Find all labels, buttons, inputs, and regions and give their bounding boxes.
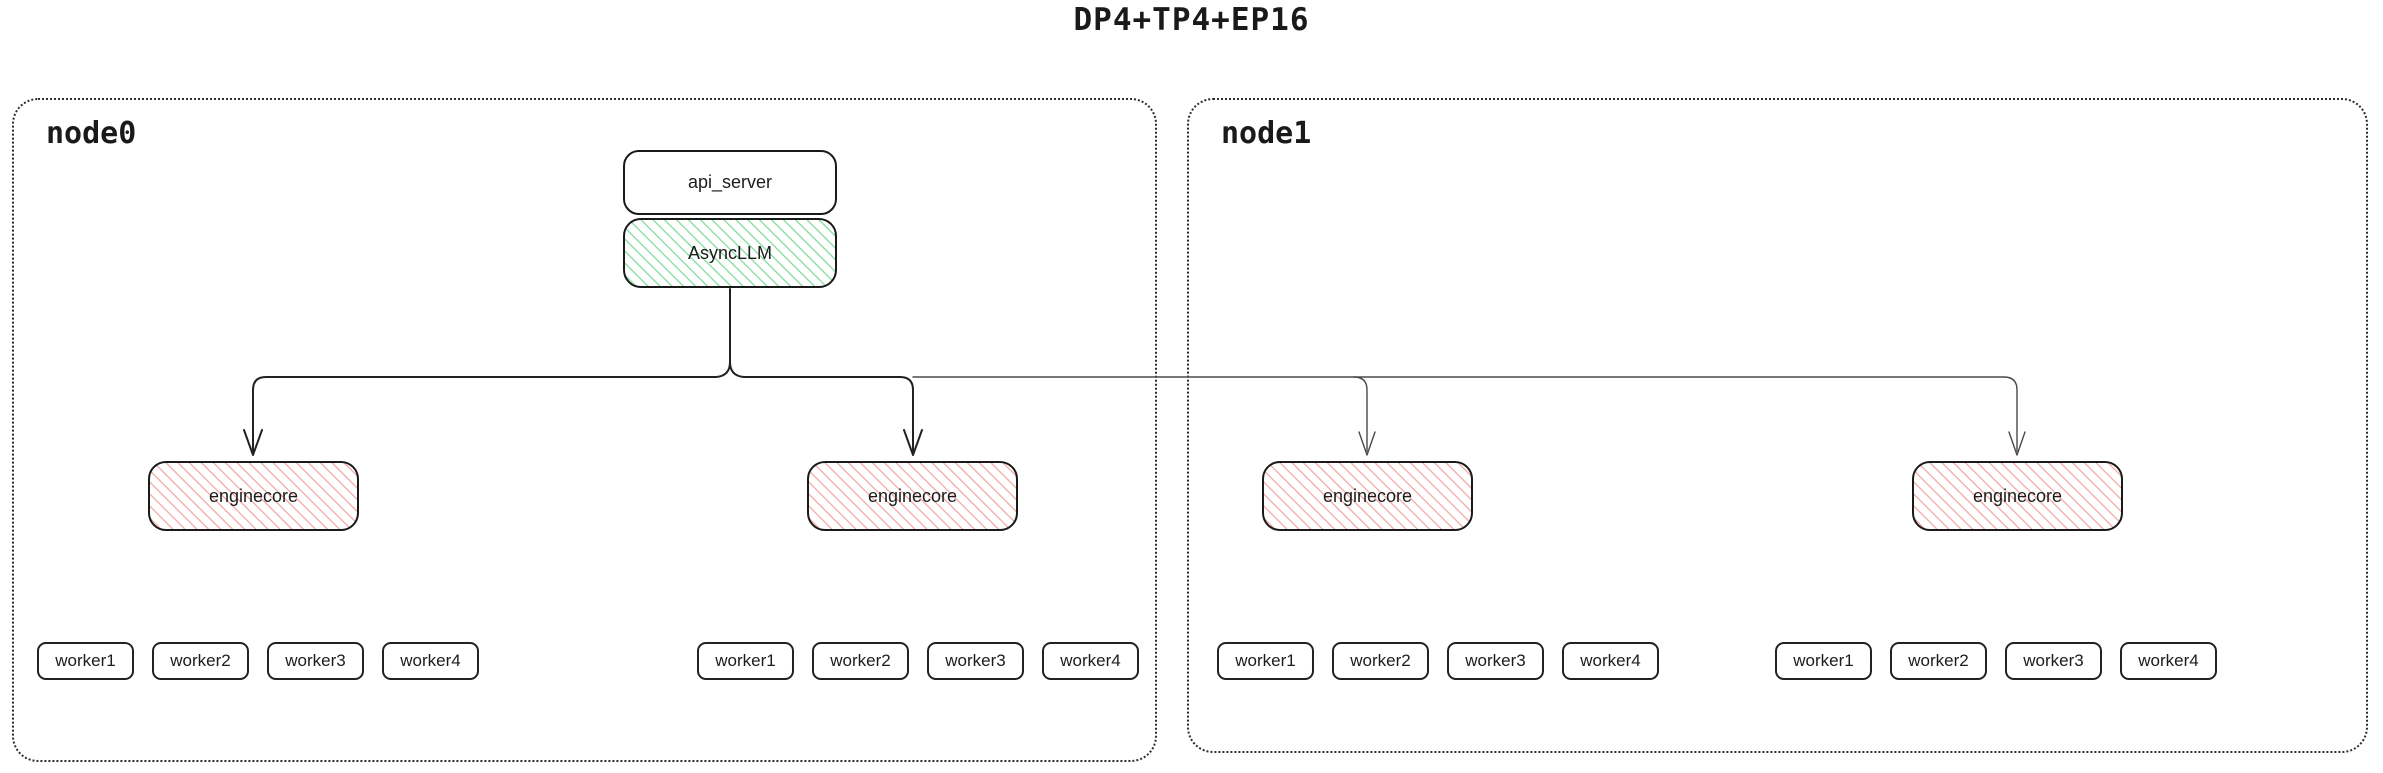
arrow-down-icon bbox=[1358, 431, 1376, 456]
worker-box: worker2 bbox=[812, 642, 909, 680]
worker-label: worker2 bbox=[1350, 651, 1411, 670]
enginecore-label: enginecore bbox=[1322, 485, 1413, 506]
drop-to-enginecore3-line bbox=[1353, 376, 1368, 452]
enginecore-box-4: enginecore bbox=[1912, 461, 2123, 531]
worker-label: worker4 bbox=[2138, 651, 2199, 670]
worker-label: worker2 bbox=[830, 651, 891, 670]
worker-box: worker1 bbox=[1217, 642, 1314, 680]
worker-group-3: worker1 worker2 worker3 worker4 bbox=[1217, 642, 1659, 680]
cross-node-line bbox=[912, 376, 2018, 452]
arrow-down-icon bbox=[903, 429, 923, 456]
worker-label: worker3 bbox=[945, 651, 1006, 670]
worker-box: worker4 bbox=[1562, 642, 1659, 680]
worker-group-2: worker1 worker2 worker3 worker4 bbox=[697, 642, 1139, 680]
worker-box: worker3 bbox=[267, 642, 364, 680]
api-server-box: api_server bbox=[623, 150, 837, 215]
node0-container: node0 bbox=[12, 98, 1157, 762]
enginecore-box-1: enginecore bbox=[148, 461, 359, 531]
enginecore-label: enginecore bbox=[1972, 485, 2063, 506]
arrow-down-icon bbox=[2008, 431, 2026, 456]
arrow-down-icon bbox=[243, 429, 263, 456]
worker-label: worker2 bbox=[170, 651, 231, 670]
node1-label: node1 bbox=[1221, 116, 1312, 151]
worker-box: worker2 bbox=[1890, 642, 1987, 680]
enginecore-label: enginecore bbox=[208, 485, 299, 506]
worker-label: worker3 bbox=[285, 651, 346, 670]
worker-box: worker1 bbox=[37, 642, 134, 680]
worker-box: worker3 bbox=[2005, 642, 2102, 680]
worker-label: worker4 bbox=[1060, 651, 1121, 670]
worker-label: worker4 bbox=[400, 651, 461, 670]
worker-label: worker1 bbox=[55, 651, 116, 670]
worker-box: worker3 bbox=[1447, 642, 1544, 680]
worker-label: worker1 bbox=[1793, 651, 1854, 670]
worker-label: worker1 bbox=[1235, 651, 1296, 670]
worker-box: worker4 bbox=[2120, 642, 2217, 680]
worker-box: worker1 bbox=[697, 642, 794, 680]
worker-box: worker2 bbox=[1332, 642, 1429, 680]
stem-to-enginecore2-line bbox=[729, 361, 914, 452]
worker-box: worker4 bbox=[1042, 642, 1139, 680]
worker-box: worker4 bbox=[382, 642, 479, 680]
worker-group-1: worker1 worker2 worker3 worker4 bbox=[37, 642, 479, 680]
worker-label: worker3 bbox=[2023, 651, 2084, 670]
api-server-label: api_server bbox=[687, 172, 773, 192]
worker-label: worker3 bbox=[1465, 651, 1526, 670]
stem-to-enginecore1-line bbox=[252, 288, 731, 452]
node1-container: node1 bbox=[1187, 98, 2368, 753]
async-llm-box: AsyncLLM bbox=[623, 218, 837, 288]
worker-box: worker1 bbox=[1775, 642, 1872, 680]
node0-label: node0 bbox=[46, 116, 137, 151]
worker-box: worker3 bbox=[927, 642, 1024, 680]
worker-label: worker1 bbox=[715, 651, 776, 670]
enginecore-box-3: enginecore bbox=[1262, 461, 1473, 531]
worker-group-4: worker1 worker2 worker3 worker4 bbox=[1775, 642, 2217, 680]
worker-box: worker2 bbox=[152, 642, 249, 680]
diagram-title: DP4+TP4+EP16 bbox=[1073, 2, 1310, 38]
enginecore-label: enginecore bbox=[867, 485, 958, 506]
worker-label: worker2 bbox=[1908, 651, 1969, 670]
enginecore-box-2: enginecore bbox=[807, 461, 1018, 531]
async-llm-label: AsyncLLM bbox=[687, 242, 773, 263]
worker-label: worker4 bbox=[1580, 651, 1641, 670]
